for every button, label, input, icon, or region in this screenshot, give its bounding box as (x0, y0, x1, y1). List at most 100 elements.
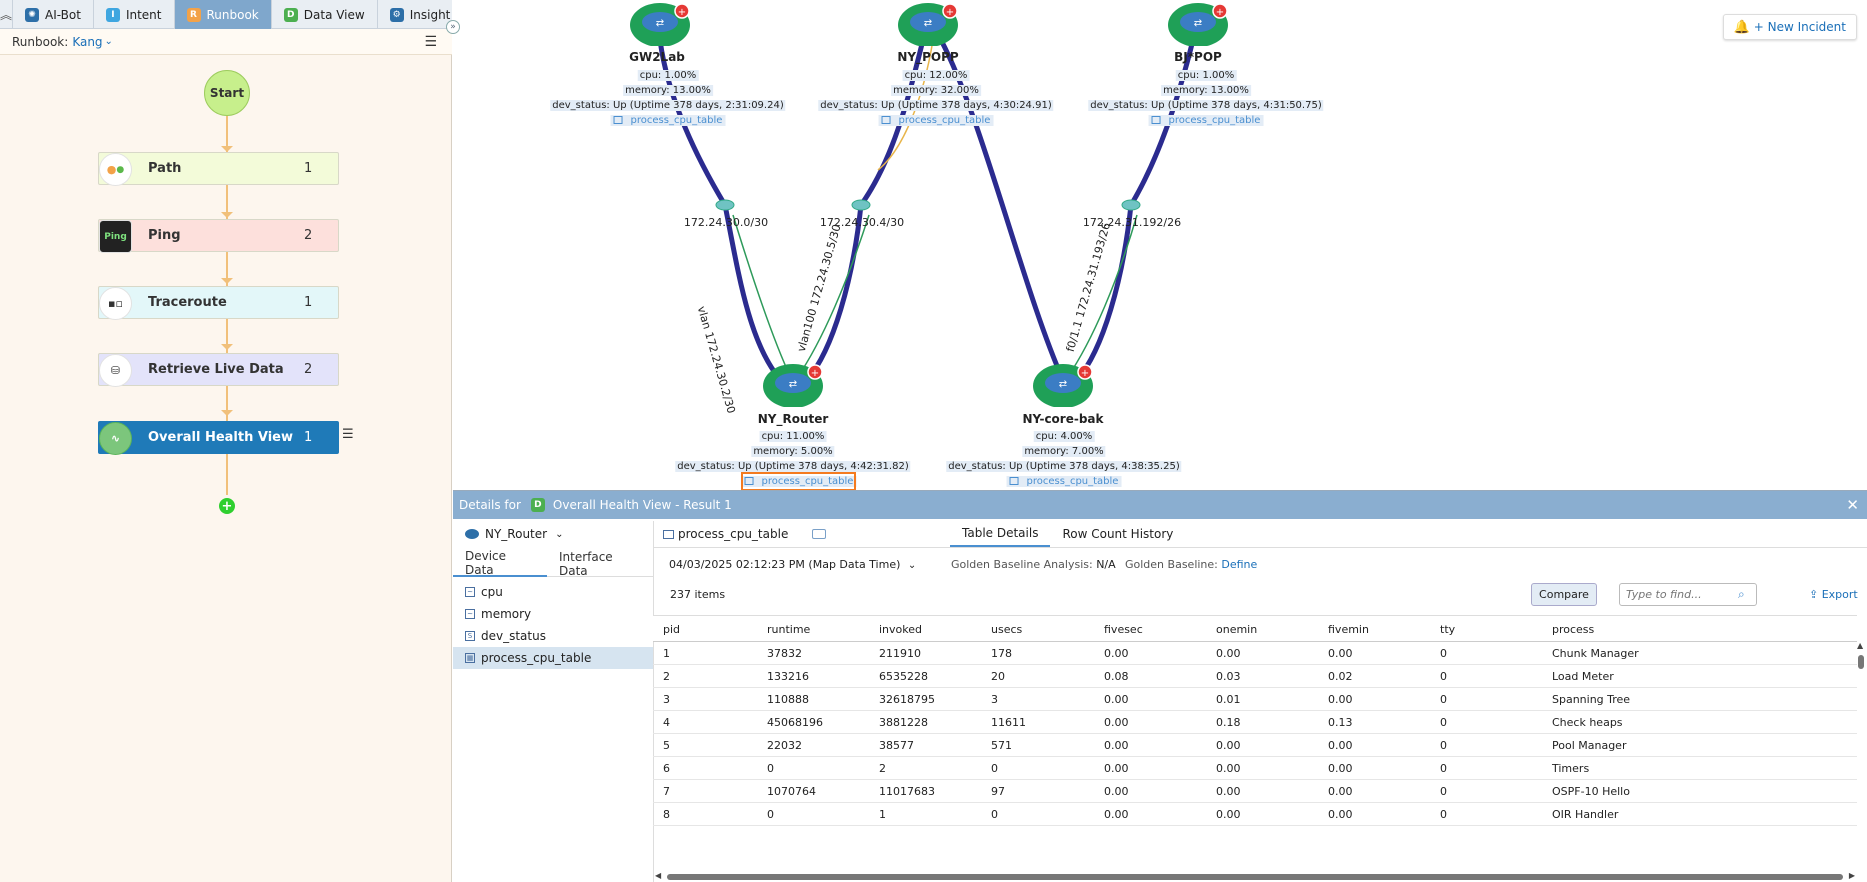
device-name[interactable]: NY_POPP (897, 50, 959, 64)
tab-label: Insight (409, 7, 451, 22)
start-node[interactable]: Start (204, 70, 250, 116)
device-table-link[interactable]: process_cpu_table (610, 115, 726, 126)
router-icon[interactable]: ⇄+ (1032, 361, 1094, 407)
link[interactable] (722, 204, 781, 380)
tab-ai-bot[interactable]: ✺AI-Bot (13, 0, 94, 29)
table-cell: 0.02 (1328, 670, 1353, 683)
search-icon[interactable]: ⌕ (1738, 587, 1745, 601)
device-table-link[interactable]: process_cpu_table (1006, 476, 1122, 487)
column-header[interactable]: onemin (1216, 623, 1258, 636)
step-overall-health-view[interactable]: ∿ Overall Health View 1 (98, 421, 339, 455)
column-header[interactable]: usecs (991, 623, 1023, 636)
device-cpu: cpu: 1.00% (637, 70, 699, 81)
column-header[interactable]: invoked (879, 623, 922, 636)
step-count: 1 (304, 161, 313, 176)
collapse-tabs-button[interactable]: ︽ (0, 0, 14, 29)
data-item-memory[interactable]: ~memory (453, 603, 653, 625)
data-item-cpu[interactable]: ~cpu (453, 581, 653, 603)
router-icon[interactable]: ⇄+ (897, 0, 959, 46)
column-header[interactable]: runtime (767, 623, 811, 636)
vertical-scrollbar[interactable]: ▲ (1857, 641, 1865, 867)
subnet-label[interactable]: 172.24.30.0/30 (683, 216, 769, 229)
step-retrieve-live-data[interactable]: ⛁ Retrieve Live Data 2 (98, 353, 339, 387)
scroll-thumb[interactable] (667, 874, 1843, 880)
tab-interface-data[interactable]: Interface Data (547, 550, 653, 578)
device-name[interactable]: BJ*POP (1174, 50, 1222, 64)
subnet-hub-icon[interactable] (851, 199, 871, 211)
column-header[interactable]: fivesec (1104, 623, 1143, 636)
tab-table-details[interactable]: Table Details (950, 521, 1051, 547)
path-icon: ●● (99, 153, 132, 186)
device-name[interactable]: NY-core-bak (1022, 412, 1104, 426)
step-traceroute[interactable]: ▪▫ Traceroute 1 (98, 286, 339, 320)
device-table-link[interactable]: process_cpu_table (1148, 115, 1264, 126)
table-cell: Check heaps (1552, 716, 1623, 729)
hamburger-menu-icon[interactable]: ☰ (424, 34, 437, 50)
link[interactable] (796, 214, 870, 379)
table-cell: 37832 (767, 647, 802, 660)
column-header[interactable]: process (1552, 623, 1595, 636)
column-header[interactable]: tty (1440, 623, 1456, 636)
runbook-selector[interactable]: Runbook: Kang ⌄ (0, 29, 452, 55)
link[interactable] (732, 214, 792, 379)
step-menu-icon[interactable]: ☰ (342, 427, 354, 442)
device-name[interactable]: GW2Lab (629, 50, 685, 64)
table-icon: ▦ (465, 653, 475, 663)
panel-expand-button[interactable]: » (446, 20, 460, 34)
router-icon[interactable]: ⇄+ (762, 361, 824, 407)
router-icon[interactable]: ⇄+ (1167, 0, 1229, 46)
add-step-button[interactable]: + (219, 498, 235, 514)
close-icon[interactable]: ✕ (1846, 496, 1859, 514)
tab-insight[interactable]: ⚙Insight (378, 0, 464, 29)
link[interactable] (1066, 214, 1138, 379)
router-icon[interactable]: ⇄+ (629, 0, 691, 46)
define-baseline-link[interactable]: Define (1221, 558, 1258, 571)
open-window-icon[interactable] (812, 529, 827, 539)
map-time-selector[interactable]: 04/03/2025 02:12:23 PM (Map Data Time) ⌄ (669, 558, 916, 571)
export-button[interactable]: ⇪ Export (1809, 588, 1858, 601)
scroll-up-icon[interactable]: ▲ (1857, 641, 1864, 650)
table-cell: 2 (879, 762, 886, 775)
device-selector[interactable]: NY_Router ⌄ (465, 527, 563, 541)
horizontal-scrollbar[interactable]: ◀▶ (653, 871, 1857, 882)
runbook-name[interactable]: Kang (72, 34, 103, 49)
scroll-thumb[interactable] (1858, 655, 1864, 669)
tab-row-count-history[interactable]: Row Count History (1050, 521, 1185, 547)
table-icon (1151, 116, 1161, 124)
scroll-right-icon[interactable]: ▶ (1848, 871, 1855, 880)
device-table-link[interactable]: process_cpu_table (741, 476, 857, 487)
device-name[interactable]: NY_Router (757, 412, 829, 426)
subnet-label[interactable]: 172.24.30.4/30 (819, 216, 905, 229)
link[interactable] (1128, 39, 1196, 207)
link[interactable] (858, 39, 926, 207)
compare-button[interactable]: Compare (1531, 583, 1597, 606)
subnet-hub-icon[interactable] (1121, 199, 1141, 211)
scroll-left-icon[interactable]: ◀ (655, 871, 662, 880)
column-header[interactable]: fivemin (1328, 623, 1369, 636)
step-path[interactable]: ●● Path 1 (98, 152, 339, 186)
column-header[interactable]: pid (663, 623, 681, 636)
data-item-process-cpu-table[interactable]: ▦process_cpu_table (453, 647, 653, 669)
map-time-label: 04/03/2025 02:12:23 PM (Map Data Time) (669, 558, 901, 571)
step-ping[interactable]: Ping Ping 2 (98, 219, 339, 253)
new-incident-button[interactable]: 🔔+ New Incident (1722, 14, 1857, 40)
tab-device-data[interactable]: Device Data (453, 549, 547, 577)
subnet-hub-icon[interactable] (715, 199, 735, 211)
device-table-link[interactable]: process_cpu_table (878, 115, 994, 126)
link[interactable] (657, 39, 728, 207)
topology-map[interactable]: ⇄+ ⇄+ ⇄+ ⇄+ ⇄+ GW2Lab cpu: 1.00% memory:… (453, 0, 1867, 490)
subnet-label[interactable]: 172.24.31.192/26 (1082, 216, 1182, 229)
find-input[interactable] (1619, 583, 1757, 606)
